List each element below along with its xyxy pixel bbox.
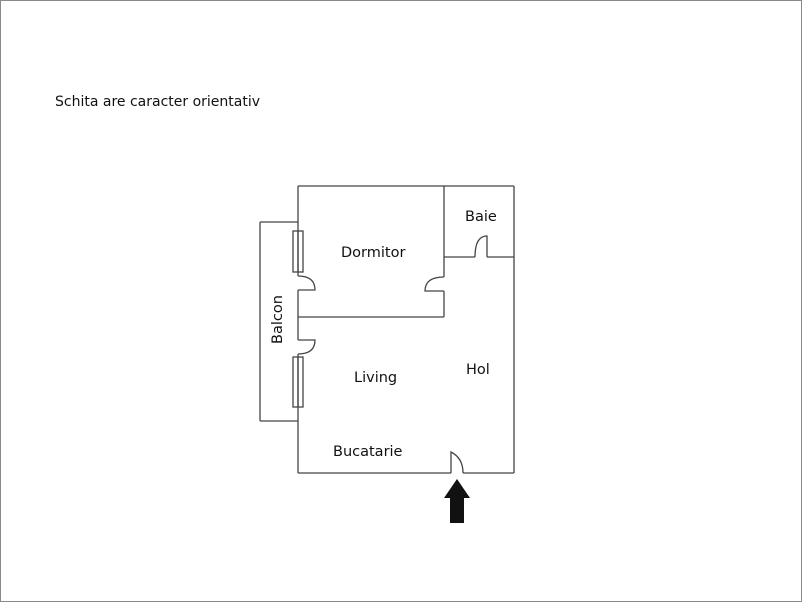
room-label-balcon: Balcon bbox=[270, 295, 286, 344]
door-bathroom bbox=[474, 235, 488, 258]
window-bedroom bbox=[292, 230, 304, 273]
disclaimer-note: Schita are caracter orientativ bbox=[55, 94, 261, 110]
room-label-hol: Hol bbox=[466, 362, 490, 378]
bedroom-walls bbox=[298, 186, 445, 318]
balcony-outline bbox=[259, 221, 298, 422]
room-label-baie: Baie bbox=[465, 209, 497, 225]
door-living-balcony bbox=[297, 339, 316, 355]
room-label-living: Living bbox=[354, 370, 397, 386]
outer-walls bbox=[297, 185, 515, 474]
entrance-arrow-icon bbox=[444, 479, 470, 523]
room-label-bucatarie: Bucatarie bbox=[333, 444, 403, 460]
door-bedroom-balcony bbox=[297, 275, 316, 291]
door-entrance bbox=[450, 450, 464, 474]
door-bedroom-hall bbox=[424, 276, 445, 292]
room-label-dormitor: Dormitor bbox=[341, 245, 405, 261]
window-living bbox=[292, 356, 304, 408]
